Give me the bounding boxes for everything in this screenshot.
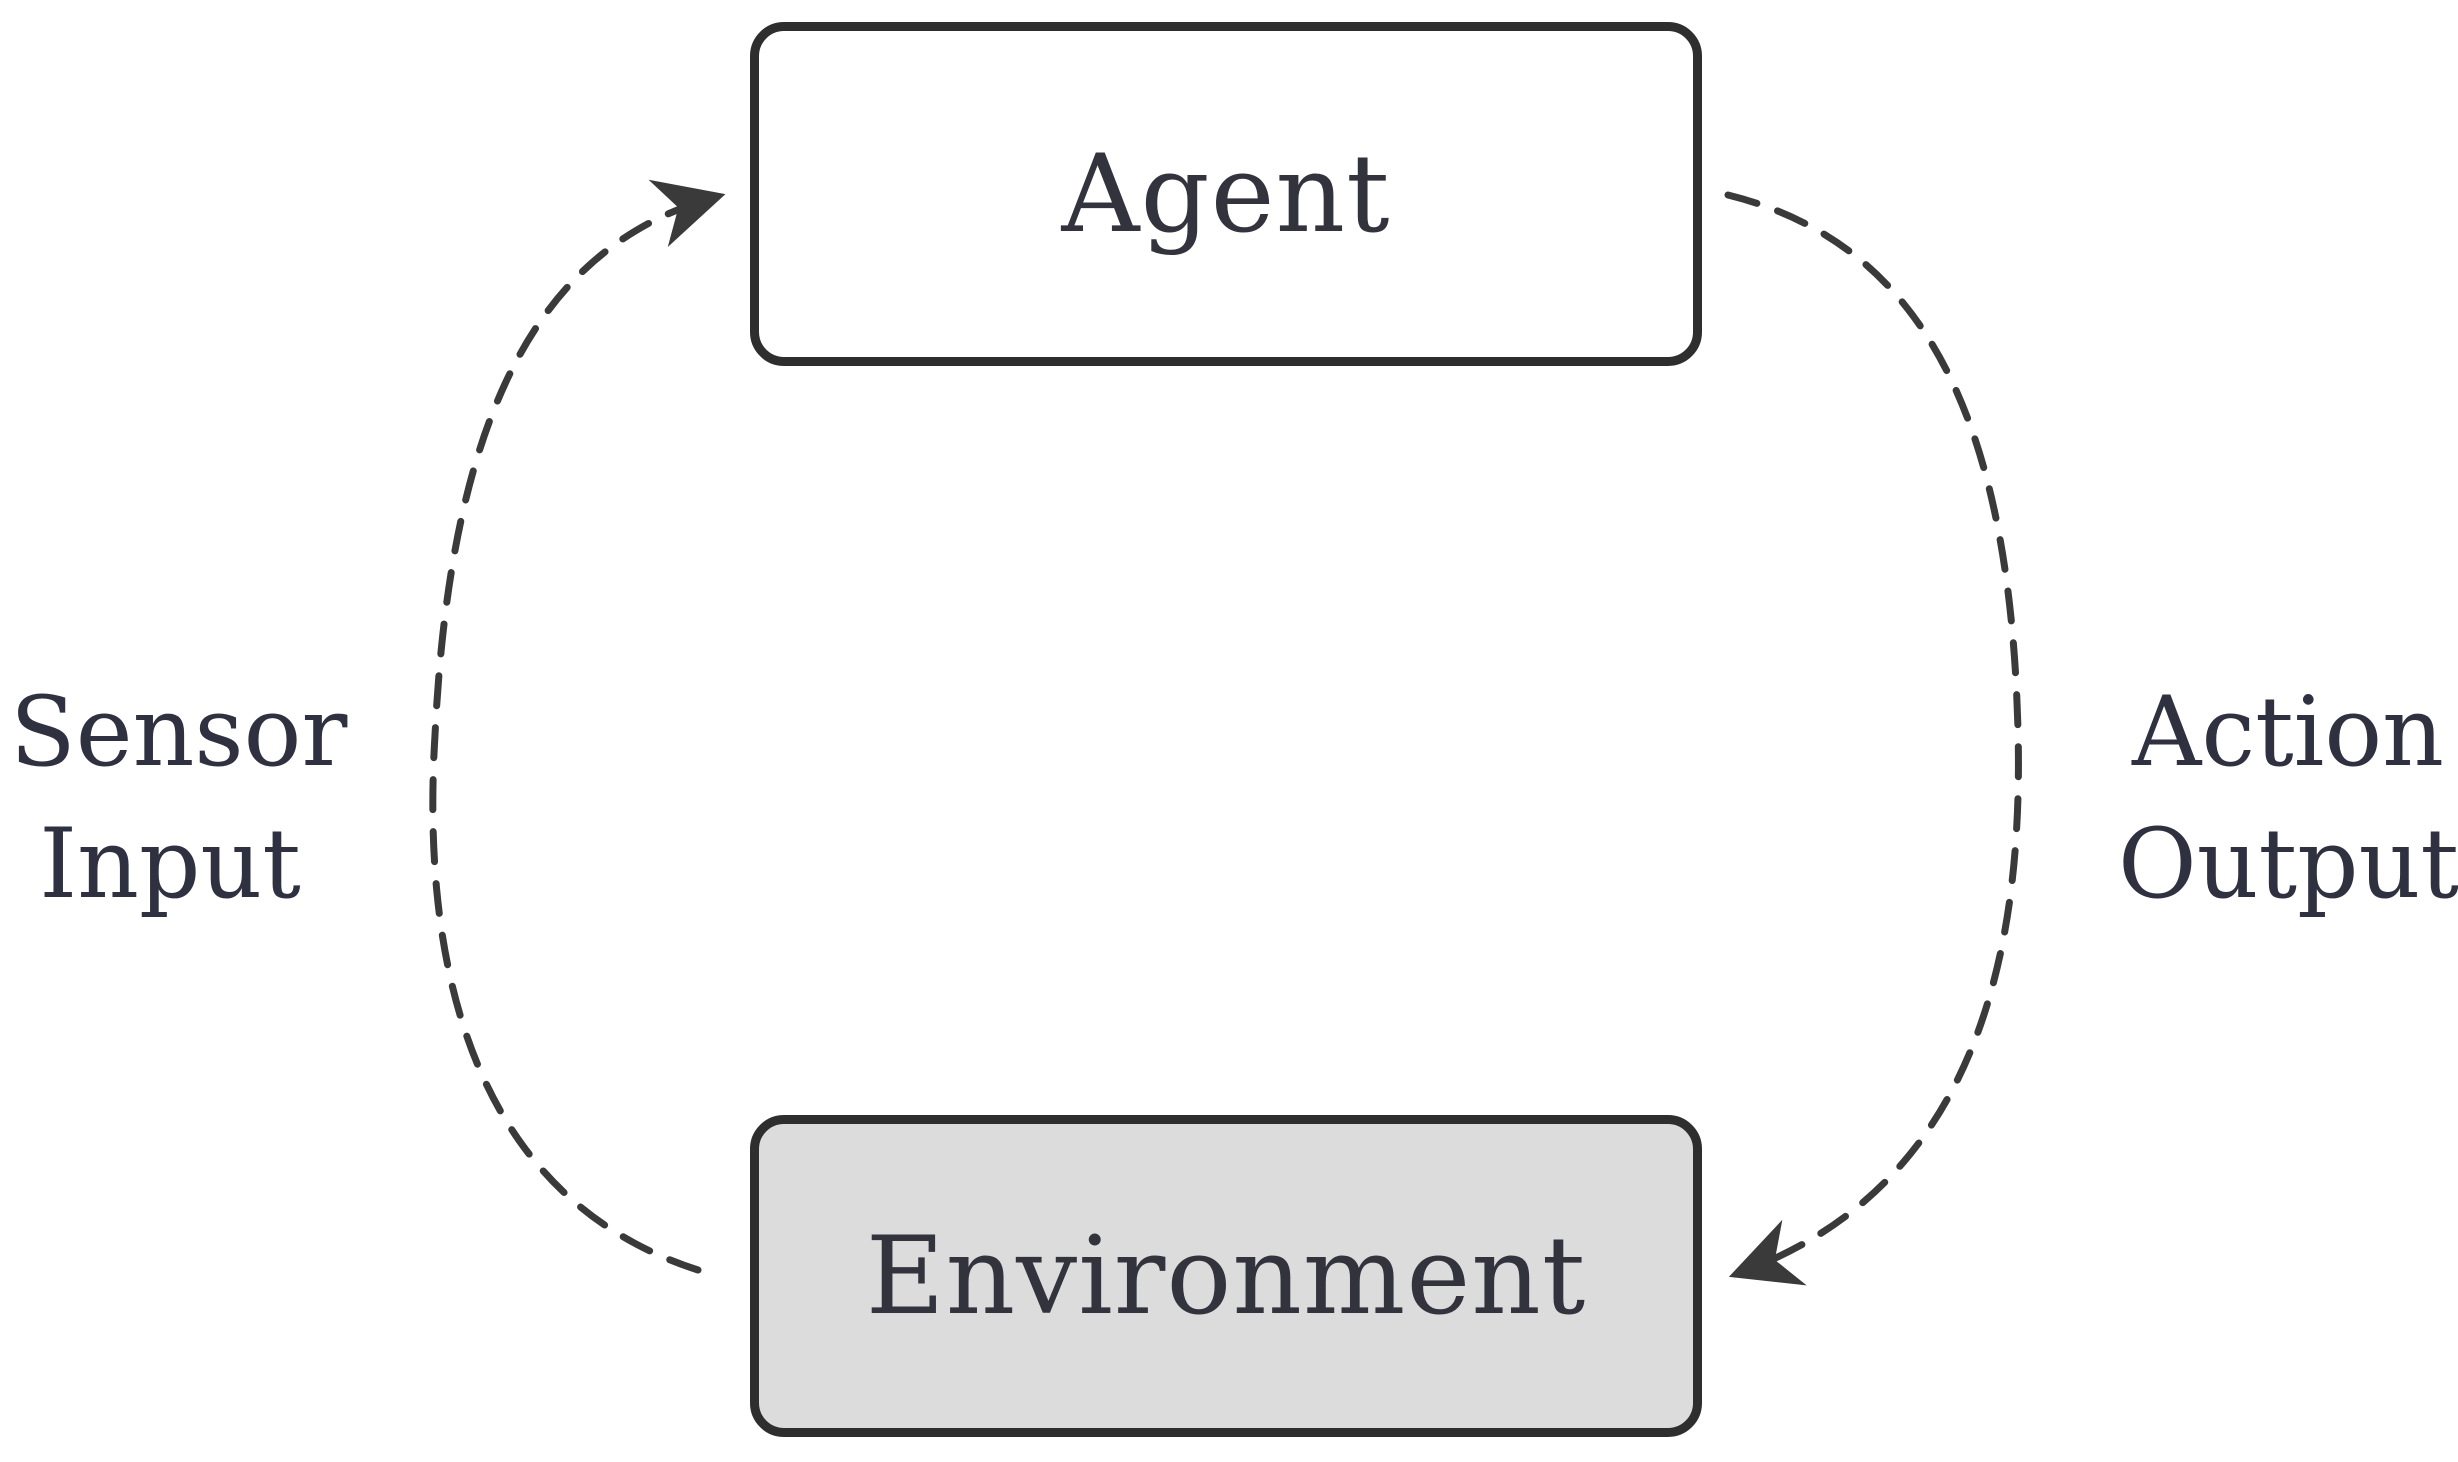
action-output-label: Action Output [2118,666,2458,930]
agent-label: Agent [1061,131,1391,257]
action-output-line1: Action [2132,676,2444,788]
environment-label: Environment [865,1213,1587,1339]
sensor-input-label: Sensor Input [10,666,348,930]
agent-box: Agent [750,22,1702,366]
action-output-arrow [1724,191,2022,1286]
sensor-input-arrow [429,179,726,1274]
environment-box: Environment [750,1115,1702,1437]
sensor-input-line1: Sensor [10,676,348,788]
sensor-input-line2: Input [39,808,301,920]
action-output-line2: Output [2118,808,2458,920]
